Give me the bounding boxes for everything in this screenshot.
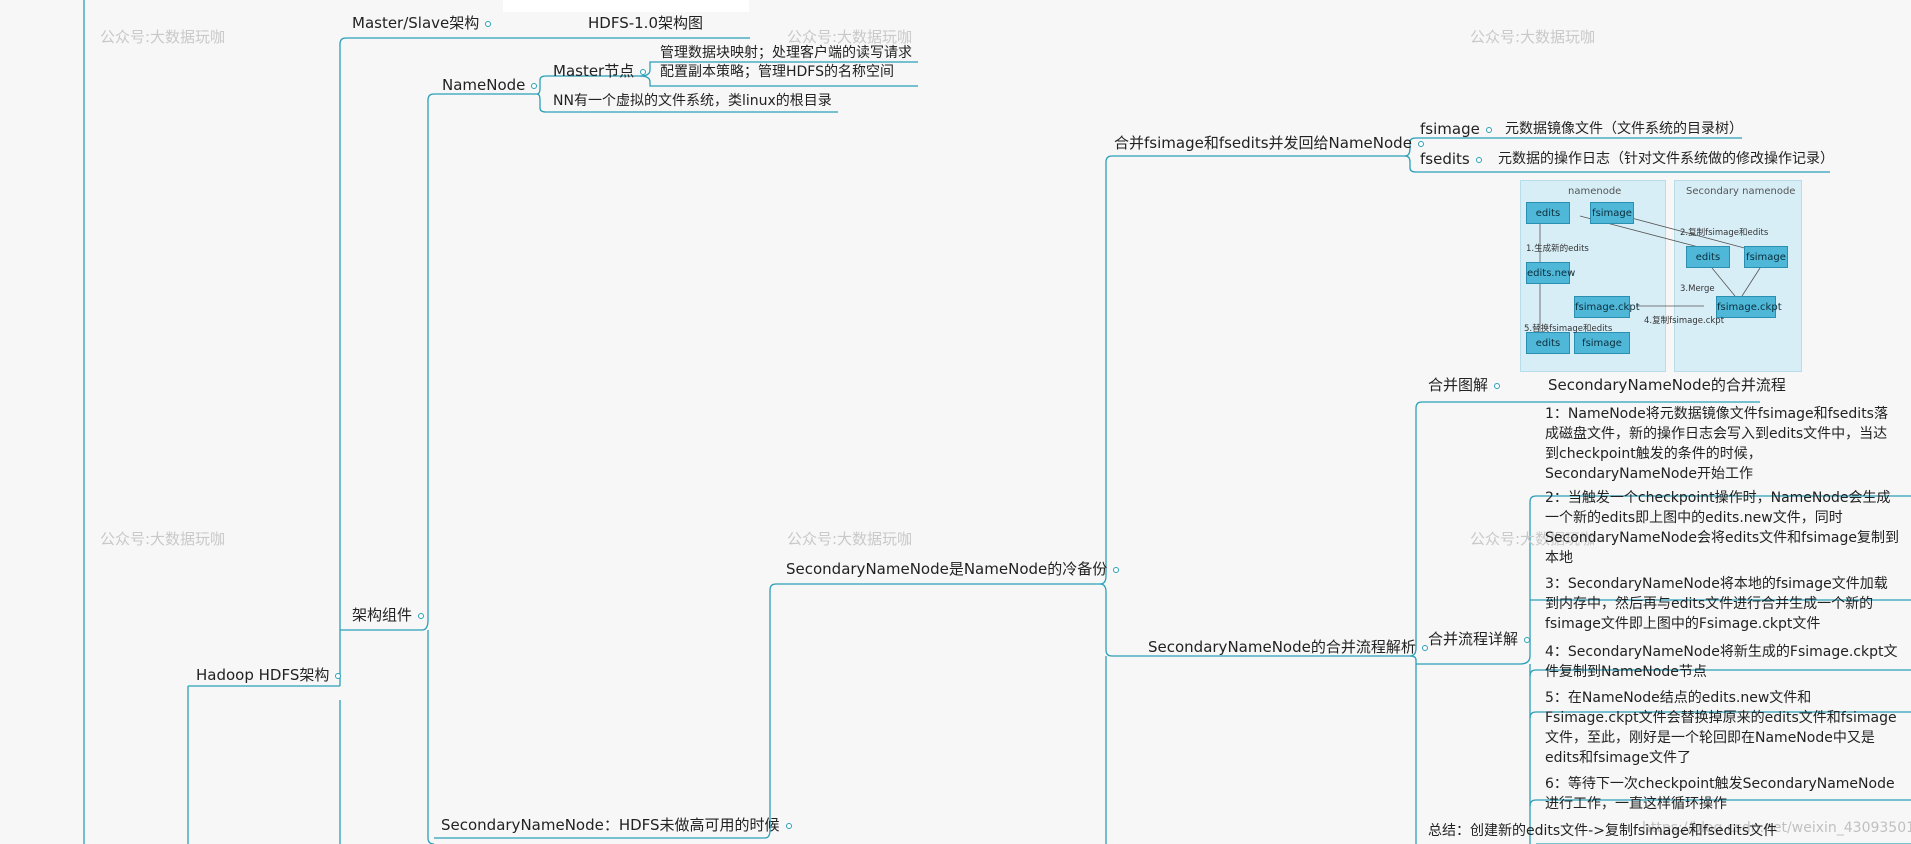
diagram-snn-edits: edits bbox=[1686, 246, 1730, 268]
diagram-edits-2: edits bbox=[1526, 332, 1570, 354]
diagram-step-2: 2.复制fsimage和edits bbox=[1680, 228, 1769, 238]
diagram-step-3: 3.Merge bbox=[1680, 284, 1715, 294]
node-label: SecondaryNameNode是NameNode的冷备份 bbox=[786, 560, 1108, 578]
node-label: SecondaryNameNode：HDFS未做高可用的时候 bbox=[441, 816, 780, 834]
diagram-edits-new: edits.new bbox=[1526, 262, 1575, 284]
diagram-step-5: 5.替换fsimage和edits bbox=[1524, 324, 1613, 334]
diagram-snn-ckpt: fsimage.ckpt bbox=[1716, 296, 1782, 318]
namenode-box-title: namenode bbox=[1568, 186, 1622, 197]
node-label: 合并图解 bbox=[1428, 376, 1489, 394]
node-snn[interactable]: SecondaryNameNode：HDFS未做高可用的时候 bbox=[441, 816, 792, 834]
node-label: 元数据的操作日志（针对文件系统做的修改操作记录） bbox=[1498, 151, 1834, 167]
watermark: 公众号:大数据玩咖 bbox=[787, 28, 913, 46]
node-label: 管理数据块映射；处理客户端的读写请求 bbox=[660, 45, 912, 61]
footer-watermark: https://blog.csdn.net/weixin_43093501 bbox=[1642, 820, 1911, 836]
node-components[interactable]: 架构组件 bbox=[352, 606, 425, 624]
collapse-toggle-icon[interactable] bbox=[1485, 126, 1492, 133]
step-5[interactable]: 5：在NameNode结点的edits.new文件和Fsimage.ckpt文件… bbox=[1545, 690, 1897, 766]
node-master[interactable]: Master节点 bbox=[553, 62, 647, 80]
step-3[interactable]: 3：SecondaryNameNode将本地的fsimage文件加载到内存中，然… bbox=[1545, 576, 1888, 632]
collapse-toggle-icon[interactable] bbox=[1475, 156, 1482, 163]
node-label: NN有一个虚拟的文件系统，类linux的根目录 bbox=[553, 93, 832, 109]
node-label: 元数据镜像文件（文件系统的目录树） bbox=[1505, 121, 1743, 137]
diagram-step-4: 4.复制fsimage.ckpt bbox=[1644, 316, 1725, 326]
node-merge-send[interactable]: 合并fsimage和fsedits并发回给NameNode bbox=[1114, 134, 1424, 152]
node-label: fsimage bbox=[1420, 120, 1480, 138]
secondary-namenode-box bbox=[1674, 180, 1802, 372]
collapse-toggle-icon[interactable] bbox=[785, 822, 792, 829]
watermark: 公众号:大数据玩咖 bbox=[1470, 530, 1596, 548]
node-label: SecondaryNameNode的合并流程 bbox=[1548, 376, 1786, 394]
node-label: 合并fsimage和fsedits并发回给NameNode bbox=[1114, 134, 1412, 152]
node-nn-fs[interactable]: NN有一个虚拟的文件系统，类linux的根目录 bbox=[553, 92, 832, 110]
merge-diagram-image: namenode Secondary namenode edits fsimag… bbox=[1520, 180, 1802, 372]
collapse-toggle-icon[interactable] bbox=[1417, 140, 1424, 147]
collapse-toggle-icon[interactable] bbox=[335, 672, 342, 679]
node-summary[interactable]: 总结：创建新的edits文件->复制fsimage和fsedits文件 bbox=[1428, 822, 1777, 840]
node-label: 总结：创建新的edits文件->复制fsimage和fsedits文件 bbox=[1428, 823, 1778, 839]
node-namenode[interactable]: NameNode bbox=[442, 76, 538, 94]
collapse-toggle-icon[interactable] bbox=[640, 68, 647, 75]
node-fsedits-desc[interactable]: 元数据的操作日志（针对文件系统做的修改操作记录） bbox=[1498, 150, 1834, 168]
watermark: 公众号:大数据玩咖 bbox=[100, 530, 226, 548]
node-label: Master/Slave架构 bbox=[352, 14, 480, 32]
collapse-toggle-icon[interactable] bbox=[418, 612, 425, 619]
node-fsedits[interactable]: fsedits bbox=[1420, 150, 1482, 168]
watermark: 公众号:大数据玩咖 bbox=[100, 28, 226, 46]
root-node[interactable]: Hadoop HDFS架构 bbox=[196, 666, 342, 684]
diagram-step-1: 1.生成新的edits bbox=[1526, 244, 1589, 254]
snn-box-title: Secondary namenode bbox=[1686, 186, 1796, 197]
diagram-fsimage-ckpt: fsimage.ckpt bbox=[1574, 296, 1640, 318]
diagram-snn-fsimage: fsimage bbox=[1744, 246, 1788, 268]
collapse-toggle-icon[interactable] bbox=[531, 82, 538, 89]
collapse-toggle-icon[interactable] bbox=[1524, 636, 1531, 643]
node-master-desc-2[interactable]: 配置副本策略；管理HDFS的名称空间 bbox=[660, 63, 894, 81]
node-label: NameNode bbox=[442, 76, 526, 94]
node-master-desc-1[interactable]: 管理数据块映射；处理客户端的读写请求 bbox=[660, 44, 912, 62]
collapse-toggle-icon[interactable] bbox=[1113, 566, 1120, 573]
top-image-placeholder bbox=[503, 0, 749, 12]
step-2[interactable]: 2：当触发一个checkpoint操作时，NameNode会生成一个新的edit… bbox=[1545, 490, 1899, 566]
node-merge-detail[interactable]: 合并流程详解 bbox=[1428, 630, 1531, 648]
node-hdfs-diagram-title[interactable]: HDFS-1.0架构图 bbox=[588, 14, 703, 32]
node-label: fsedits bbox=[1420, 150, 1470, 168]
step-1[interactable]: 1：NameNode将元数据镜像文件fsimage和fsedits落成磁盘文件，… bbox=[1545, 406, 1888, 482]
node-fsimage[interactable]: fsimage bbox=[1420, 120, 1492, 138]
collapse-toggle-icon[interactable] bbox=[485, 20, 492, 27]
node-label: Master节点 bbox=[553, 62, 635, 80]
node-fsimage-desc[interactable]: 元数据镜像文件（文件系统的目录树） bbox=[1505, 120, 1743, 138]
collapse-toggle-icon[interactable] bbox=[1421, 644, 1428, 651]
root-label: Hadoop HDFS架构 bbox=[196, 666, 330, 684]
diagram-edits: edits bbox=[1526, 202, 1570, 224]
node-merge-diagram[interactable]: 合并图解 bbox=[1428, 376, 1501, 394]
watermark: 公众号:大数据玩咖 bbox=[1470, 28, 1596, 46]
node-merge-analysis[interactable]: SecondaryNameNode的合并流程解析 bbox=[1148, 638, 1428, 656]
node-label: SecondaryNameNode的合并流程解析 bbox=[1148, 638, 1416, 656]
step-4[interactable]: 4：SecondaryNameNode将新生成的Fsimage.ckpt文件复制… bbox=[1545, 644, 1898, 680]
node-snn-cold-backup[interactable]: SecondaryNameNode是NameNode的冷备份 bbox=[786, 560, 1120, 578]
node-label: 合并流程详解 bbox=[1428, 630, 1519, 648]
watermark: 公众号:大数据玩咖 bbox=[787, 530, 913, 548]
node-label: HDFS-1.0架构图 bbox=[588, 14, 703, 32]
node-merge-flow-title[interactable]: SecondaryNameNode的合并流程 bbox=[1548, 376, 1786, 394]
node-label: 架构组件 bbox=[352, 606, 413, 624]
node-master-slave[interactable]: Master/Slave架构 bbox=[352, 14, 492, 32]
diagram-fsimage: fsimage bbox=[1590, 202, 1634, 224]
collapse-toggle-icon[interactable] bbox=[1494, 382, 1501, 389]
step-6[interactable]: 6：等待下一次checkpoint触发SecondaryNameNode进行工作… bbox=[1545, 776, 1895, 812]
node-label: 配置副本策略；管理HDFS的名称空间 bbox=[660, 64, 895, 80]
diagram-fsimage-2: fsimage bbox=[1574, 332, 1630, 354]
